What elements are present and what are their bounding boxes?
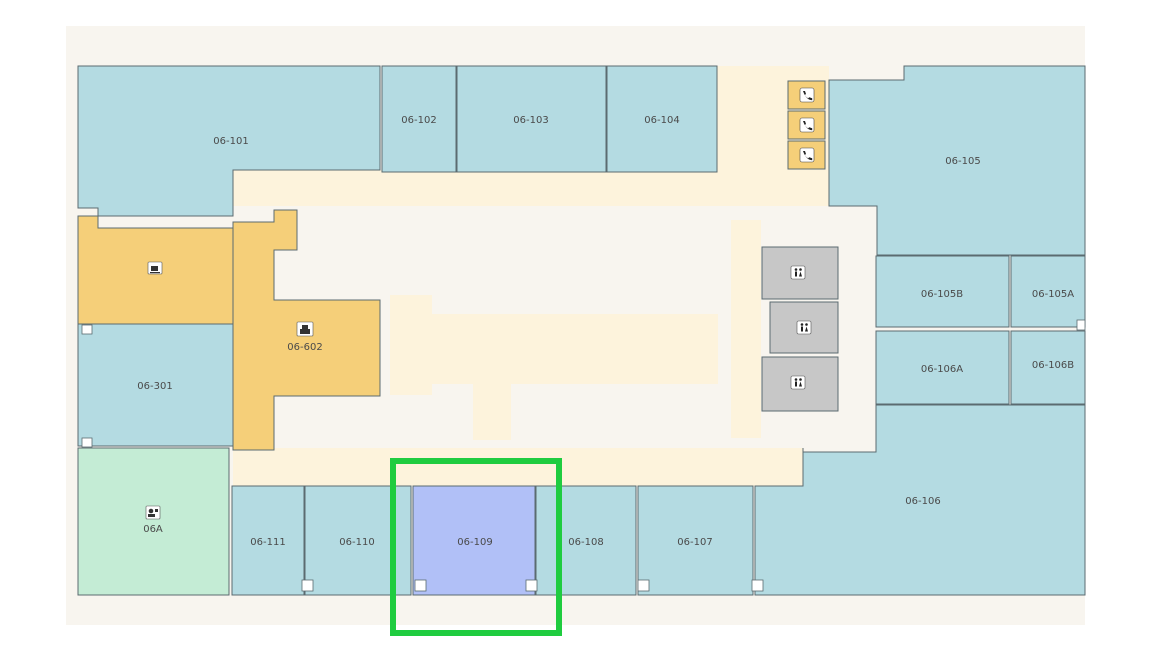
- room-06-106a[interactable]: [875, 330, 1010, 405]
- room-label: 06-108: [568, 537, 603, 548]
- phone-icon: [799, 147, 815, 163]
- phone-icon: [799, 87, 815, 103]
- phone-icon: [799, 117, 815, 133]
- room-06-106b[interactable]: [1010, 330, 1086, 405]
- room-label: 06-106B: [1032, 360, 1074, 371]
- room-label: 06-107: [677, 537, 712, 548]
- room-06-105[interactable]: [828, 65, 1086, 256]
- room-06-106[interactable]: [754, 404, 1086, 596]
- corridors: [233, 66, 829, 486]
- coffee-cup-icon: [147, 261, 163, 275]
- room-label: 06-301: [137, 381, 172, 392]
- room-06-101[interactable]: [77, 65, 381, 217]
- room-label: 06-110: [339, 537, 374, 548]
- room-06-104[interactable]: [606, 65, 718, 173]
- room-06-301[interactable]: [77, 323, 234, 447]
- room-label: 06-105A: [1032, 289, 1074, 300]
- room-06-105b[interactable]: [875, 255, 1010, 328]
- selection-highlight: [390, 458, 562, 636]
- room-06-111[interactable]: [231, 485, 305, 596]
- room-06-102[interactable]: [381, 65, 457, 173]
- restroom-icon: [796, 320, 812, 335]
- room-label: 06-105B: [921, 289, 963, 300]
- room-label: 06-104: [644, 115, 679, 126]
- room-label: 06-102: [401, 115, 436, 126]
- room-06-105a[interactable]: [1010, 255, 1086, 328]
- room-label: 06-111: [250, 537, 285, 548]
- room-06-108[interactable]: [535, 485, 637, 596]
- room-label: 06-106: [905, 496, 940, 507]
- room-label: 06-109: [457, 537, 492, 548]
- room-label: 06-602: [287, 342, 322, 353]
- room-label: 06-106A: [921, 364, 963, 375]
- reception-icon: [145, 505, 161, 520]
- restroom-icon: [790, 265, 806, 280]
- room-label: 06-105: [945, 156, 980, 167]
- room-label: 06-103: [513, 115, 548, 126]
- room-06-109[interactable]: [412, 485, 536, 596]
- room-label: 06-101: [213, 136, 248, 147]
- door-markers: [81, 319, 1086, 592]
- room-06-103[interactable]: [456, 65, 607, 173]
- room-label: 06A: [143, 524, 163, 535]
- room-06-107[interactable]: [637, 485, 754, 596]
- restroom-icon: [790, 375, 806, 390]
- printer-icon: [296, 321, 314, 337]
- room-06a[interactable]: [77, 447, 230, 596]
